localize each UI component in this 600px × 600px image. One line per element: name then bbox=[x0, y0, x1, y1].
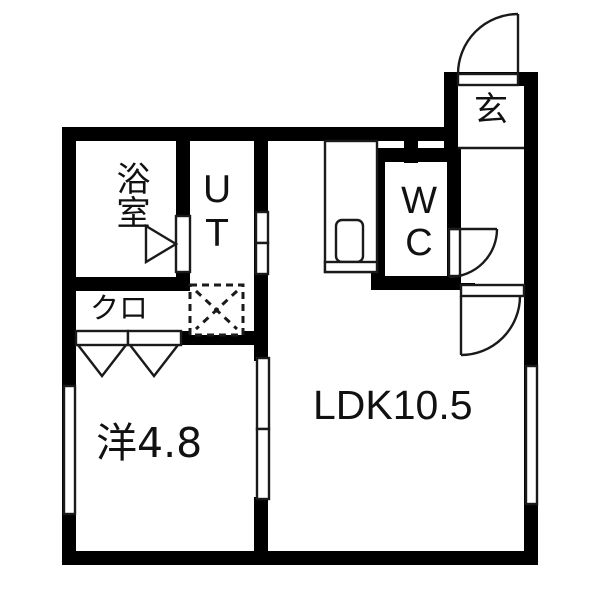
closet-door-fold-marker-left bbox=[77, 344, 127, 378]
wc-label: WC bbox=[398, 180, 441, 264]
washing-machine-space bbox=[188, 283, 245, 337]
wall-wc-bottom bbox=[371, 276, 461, 290]
bathroom-door-swing-marker bbox=[144, 223, 179, 265]
closet-doors[interactable] bbox=[74, 329, 183, 378]
entrance-door-arc bbox=[456, 12, 519, 75]
entrance-door[interactable] bbox=[456, 12, 520, 87]
ut-ldk-door-panel-top[interactable] bbox=[254, 210, 270, 245]
washing-machine-center bbox=[213, 307, 220, 313]
wall-bath-bottom bbox=[62, 277, 190, 291]
hall-to-ldk-door[interactable] bbox=[459, 283, 526, 357]
bathroom-label: 浴室 bbox=[110, 161, 151, 229]
room-ldk-door-panel-upper[interactable] bbox=[255, 356, 271, 431]
hall-ldk-door-arc bbox=[460, 295, 522, 357]
wc-door[interactable] bbox=[447, 227, 499, 279]
ldk-window bbox=[524, 364, 539, 506]
utility-to-ldk-door[interactable] bbox=[254, 210, 270, 276]
western-room-window bbox=[62, 384, 77, 516]
fixture-lines bbox=[62, 12, 539, 516]
bathroom-door[interactable] bbox=[144, 214, 192, 274]
entrance-label: 玄 bbox=[474, 90, 508, 130]
utility-label: UT bbox=[195, 168, 239, 256]
wc-door-opening[interactable] bbox=[447, 227, 462, 278]
closet-door-panel-right[interactable] bbox=[126, 329, 183, 347]
wc-door-arc bbox=[448, 228, 499, 279]
kitchen-sink bbox=[334, 218, 365, 264]
ldk-label: LDK10.5 bbox=[313, 382, 473, 428]
utility-label-text: UT bbox=[195, 168, 239, 256]
wc-label-text: WC bbox=[398, 180, 441, 264]
ut-ldk-door-panel-bottom[interactable] bbox=[254, 241, 270, 276]
room-to-ldk-sliding[interactable] bbox=[255, 356, 271, 501]
closet-label: クロ bbox=[90, 291, 149, 325]
entrance-door-opening[interactable] bbox=[456, 72, 520, 87]
wall-bottom-outer bbox=[62, 551, 538, 565]
closet-door-panel-left[interactable] bbox=[74, 329, 130, 347]
wall-entrance-left bbox=[444, 72, 458, 148]
hall-ldk-door-opening[interactable] bbox=[459, 283, 526, 298]
western-room-label: 洋4.8 bbox=[96, 419, 203, 467]
room-ldk-door-panel-lower[interactable] bbox=[255, 427, 271, 501]
closet-door-fold-marker-right bbox=[129, 344, 179, 378]
wall-room-right-lower bbox=[254, 497, 268, 565]
wall-hall-left-stub bbox=[444, 141, 458, 151]
wall-wc-nub bbox=[404, 141, 418, 163]
bathroom-label-char1: 浴室 bbox=[110, 161, 151, 229]
kitchen-counter-lip bbox=[323, 260, 379, 274]
